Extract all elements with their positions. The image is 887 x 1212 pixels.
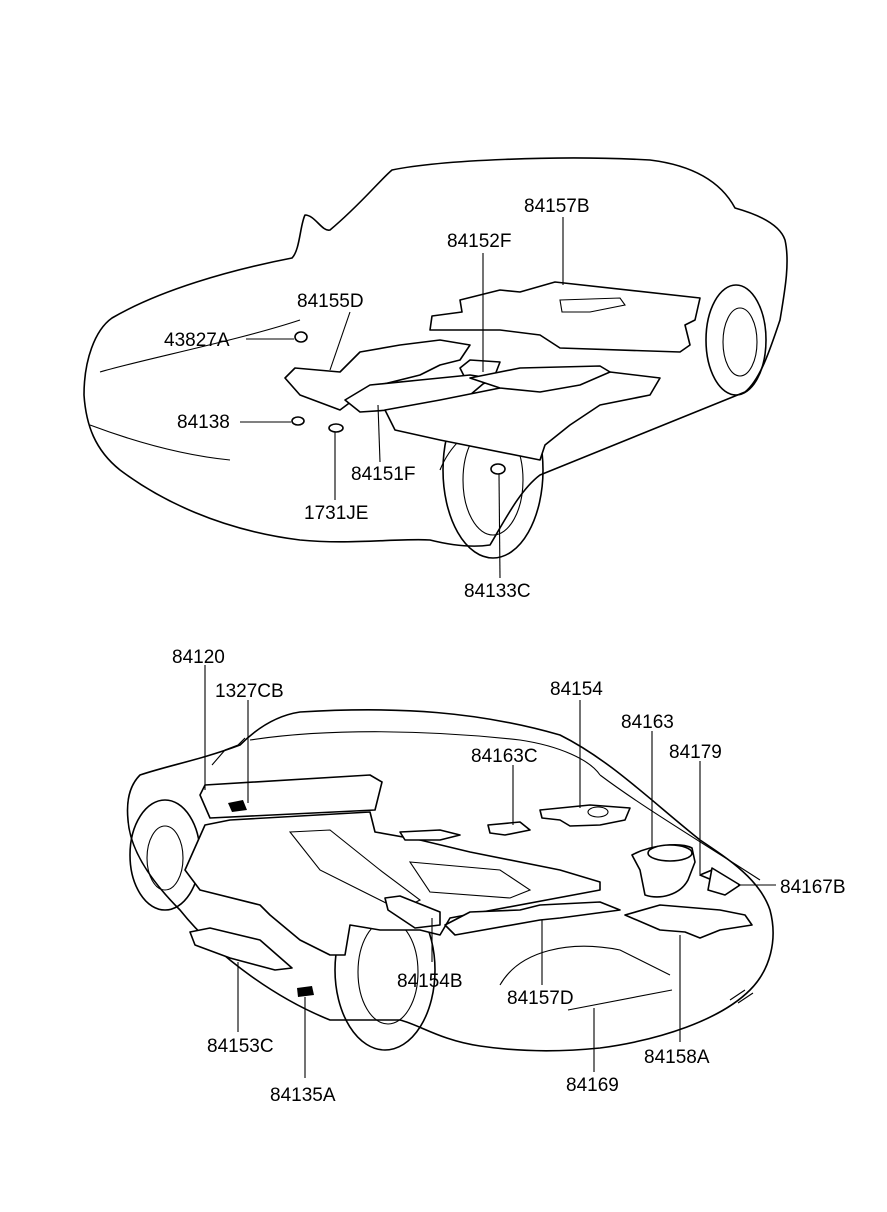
label-84157B: 84157B — [524, 196, 590, 217]
plug-43827A — [294, 331, 308, 343]
label-1327CB: 1327CB — [215, 681, 284, 702]
label-84163C: 84163C — [471, 746, 538, 767]
carpet-main-center — [384, 371, 661, 461]
carpet-main-floor — [184, 811, 601, 956]
label-43827A: 43827A — [164, 330, 230, 351]
lower-roof-line — [249, 731, 601, 776]
label-84169: 84169 — [566, 1075, 619, 1096]
carpet-84155D — [284, 339, 471, 411]
lower-front-wheel-hub — [146, 825, 184, 891]
clip-84120 — [211, 737, 246, 766]
upper-car-body-outline — [83, 157, 788, 547]
lower-spare-well-line — [499, 945, 671, 986]
label-84135A: 84135A — [270, 1085, 336, 1106]
label-84154: 84154 — [550, 679, 603, 700]
lower-exhaust-tips — [729, 989, 754, 1004]
carpet-84157B-inner — [559, 297, 626, 313]
label-84179: 84179 — [669, 742, 722, 763]
label-84153C: 84153C — [207, 1036, 274, 1057]
label-84133C: 84133C — [464, 581, 531, 602]
label-84152F: 84152F — [447, 231, 511, 252]
strip-84169 — [567, 989, 673, 1011]
label-1731JE: 1731JE — [304, 503, 368, 524]
label-84155D: 84155D — [297, 291, 364, 312]
trim-84167B — [707, 867, 741, 896]
mat-84154-hole — [587, 806, 609, 818]
carpet-seat-area — [408, 861, 532, 899]
plug-84133C — [490, 463, 506, 475]
grommet-1327CB — [228, 800, 247, 812]
label-84163: 84163 — [621, 712, 674, 733]
carpet-84157B — [429, 281, 701, 353]
carpet-84158A — [624, 904, 753, 939]
pad-84154B — [384, 895, 441, 929]
pad-84153C — [189, 927, 293, 971]
label-84151F: 84151F — [351, 464, 415, 485]
carpet-84120 — [199, 774, 383, 819]
label-84167B: 84167B — [780, 877, 846, 898]
spare-tire-84163-top — [647, 844, 693, 862]
upper-leader-lines — [240, 217, 564, 579]
label-84120: 84120 — [172, 647, 225, 668]
carpet-tunnel — [469, 365, 611, 393]
label-84158A: 84158A — [644, 1047, 710, 1068]
upper-rear-wheel-hub — [722, 307, 758, 377]
lower-rear-panel — [599, 774, 761, 881]
plug-84135A — [297, 986, 314, 997]
lower-car-view: 84120 1327CB 84154 84163C 84163 84179 84… — [126, 647, 846, 1106]
insulator-84163C — [487, 821, 531, 836]
upper-hood-crease — [99, 319, 301, 373]
pad-84157-front — [399, 829, 461, 841]
upper-rear-wheel — [705, 284, 767, 396]
plug-1731JE — [328, 423, 344, 433]
mat-84154 — [539, 804, 631, 827]
label-84154B: 84154B — [397, 971, 463, 992]
plug-84138 — [291, 416, 305, 426]
carpet-84157D — [444, 901, 621, 936]
upper-car-view: 84157B 84152F 84155D 43827A 84138 84151F… — [83, 157, 788, 602]
upper-grille-line — [89, 424, 231, 461]
lower-leader-lines — [204, 665, 776, 1078]
label-84138: 84138 — [177, 412, 230, 433]
label-84157D: 84157D — [507, 988, 574, 1009]
